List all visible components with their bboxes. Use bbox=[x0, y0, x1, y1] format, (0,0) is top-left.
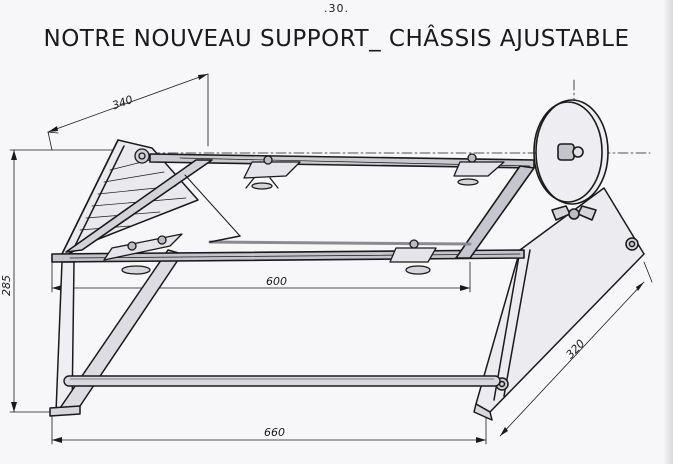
clamp-front-right bbox=[389, 247, 437, 263]
dim-600-label: 600 bbox=[266, 275, 287, 288]
clamp-back-right bbox=[453, 161, 505, 177]
wing-nut-icon bbox=[121, 265, 151, 275]
dim-660-label: 660 bbox=[264, 426, 285, 439]
bottom-rod bbox=[63, 375, 501, 387]
dimension-arrows bbox=[11, 74, 644, 443]
right-side-frame bbox=[473, 187, 645, 421]
dim-320-line bbox=[499, 281, 645, 437]
dim-340-label: 340 bbox=[110, 93, 134, 112]
clamps bbox=[103, 148, 505, 275]
wing-nut-icon bbox=[251, 182, 273, 190]
wing-nut-icon bbox=[457, 178, 479, 186]
page-title: NOTRE NOUVEAU SUPPORT_ CHÂSSIS AJUSTABLE bbox=[43, 26, 630, 52]
disc-hub bbox=[557, 143, 575, 161]
wing-nut-icon bbox=[551, 205, 571, 221]
clamp-back-left bbox=[243, 161, 301, 179]
page-number: .30. bbox=[324, 2, 349, 15]
bolt-icon bbox=[625, 237, 639, 251]
dim-320-label: 320 bbox=[564, 337, 588, 361]
wing-nut-icon bbox=[405, 265, 431, 275]
dim-340-line bbox=[47, 73, 209, 133]
adjustment-disc bbox=[533, 99, 609, 221]
dim-285-label: 285 bbox=[0, 275, 13, 296]
page-edge-shadow bbox=[663, 0, 673, 464]
pivot-bolt-icon bbox=[134, 148, 150, 164]
